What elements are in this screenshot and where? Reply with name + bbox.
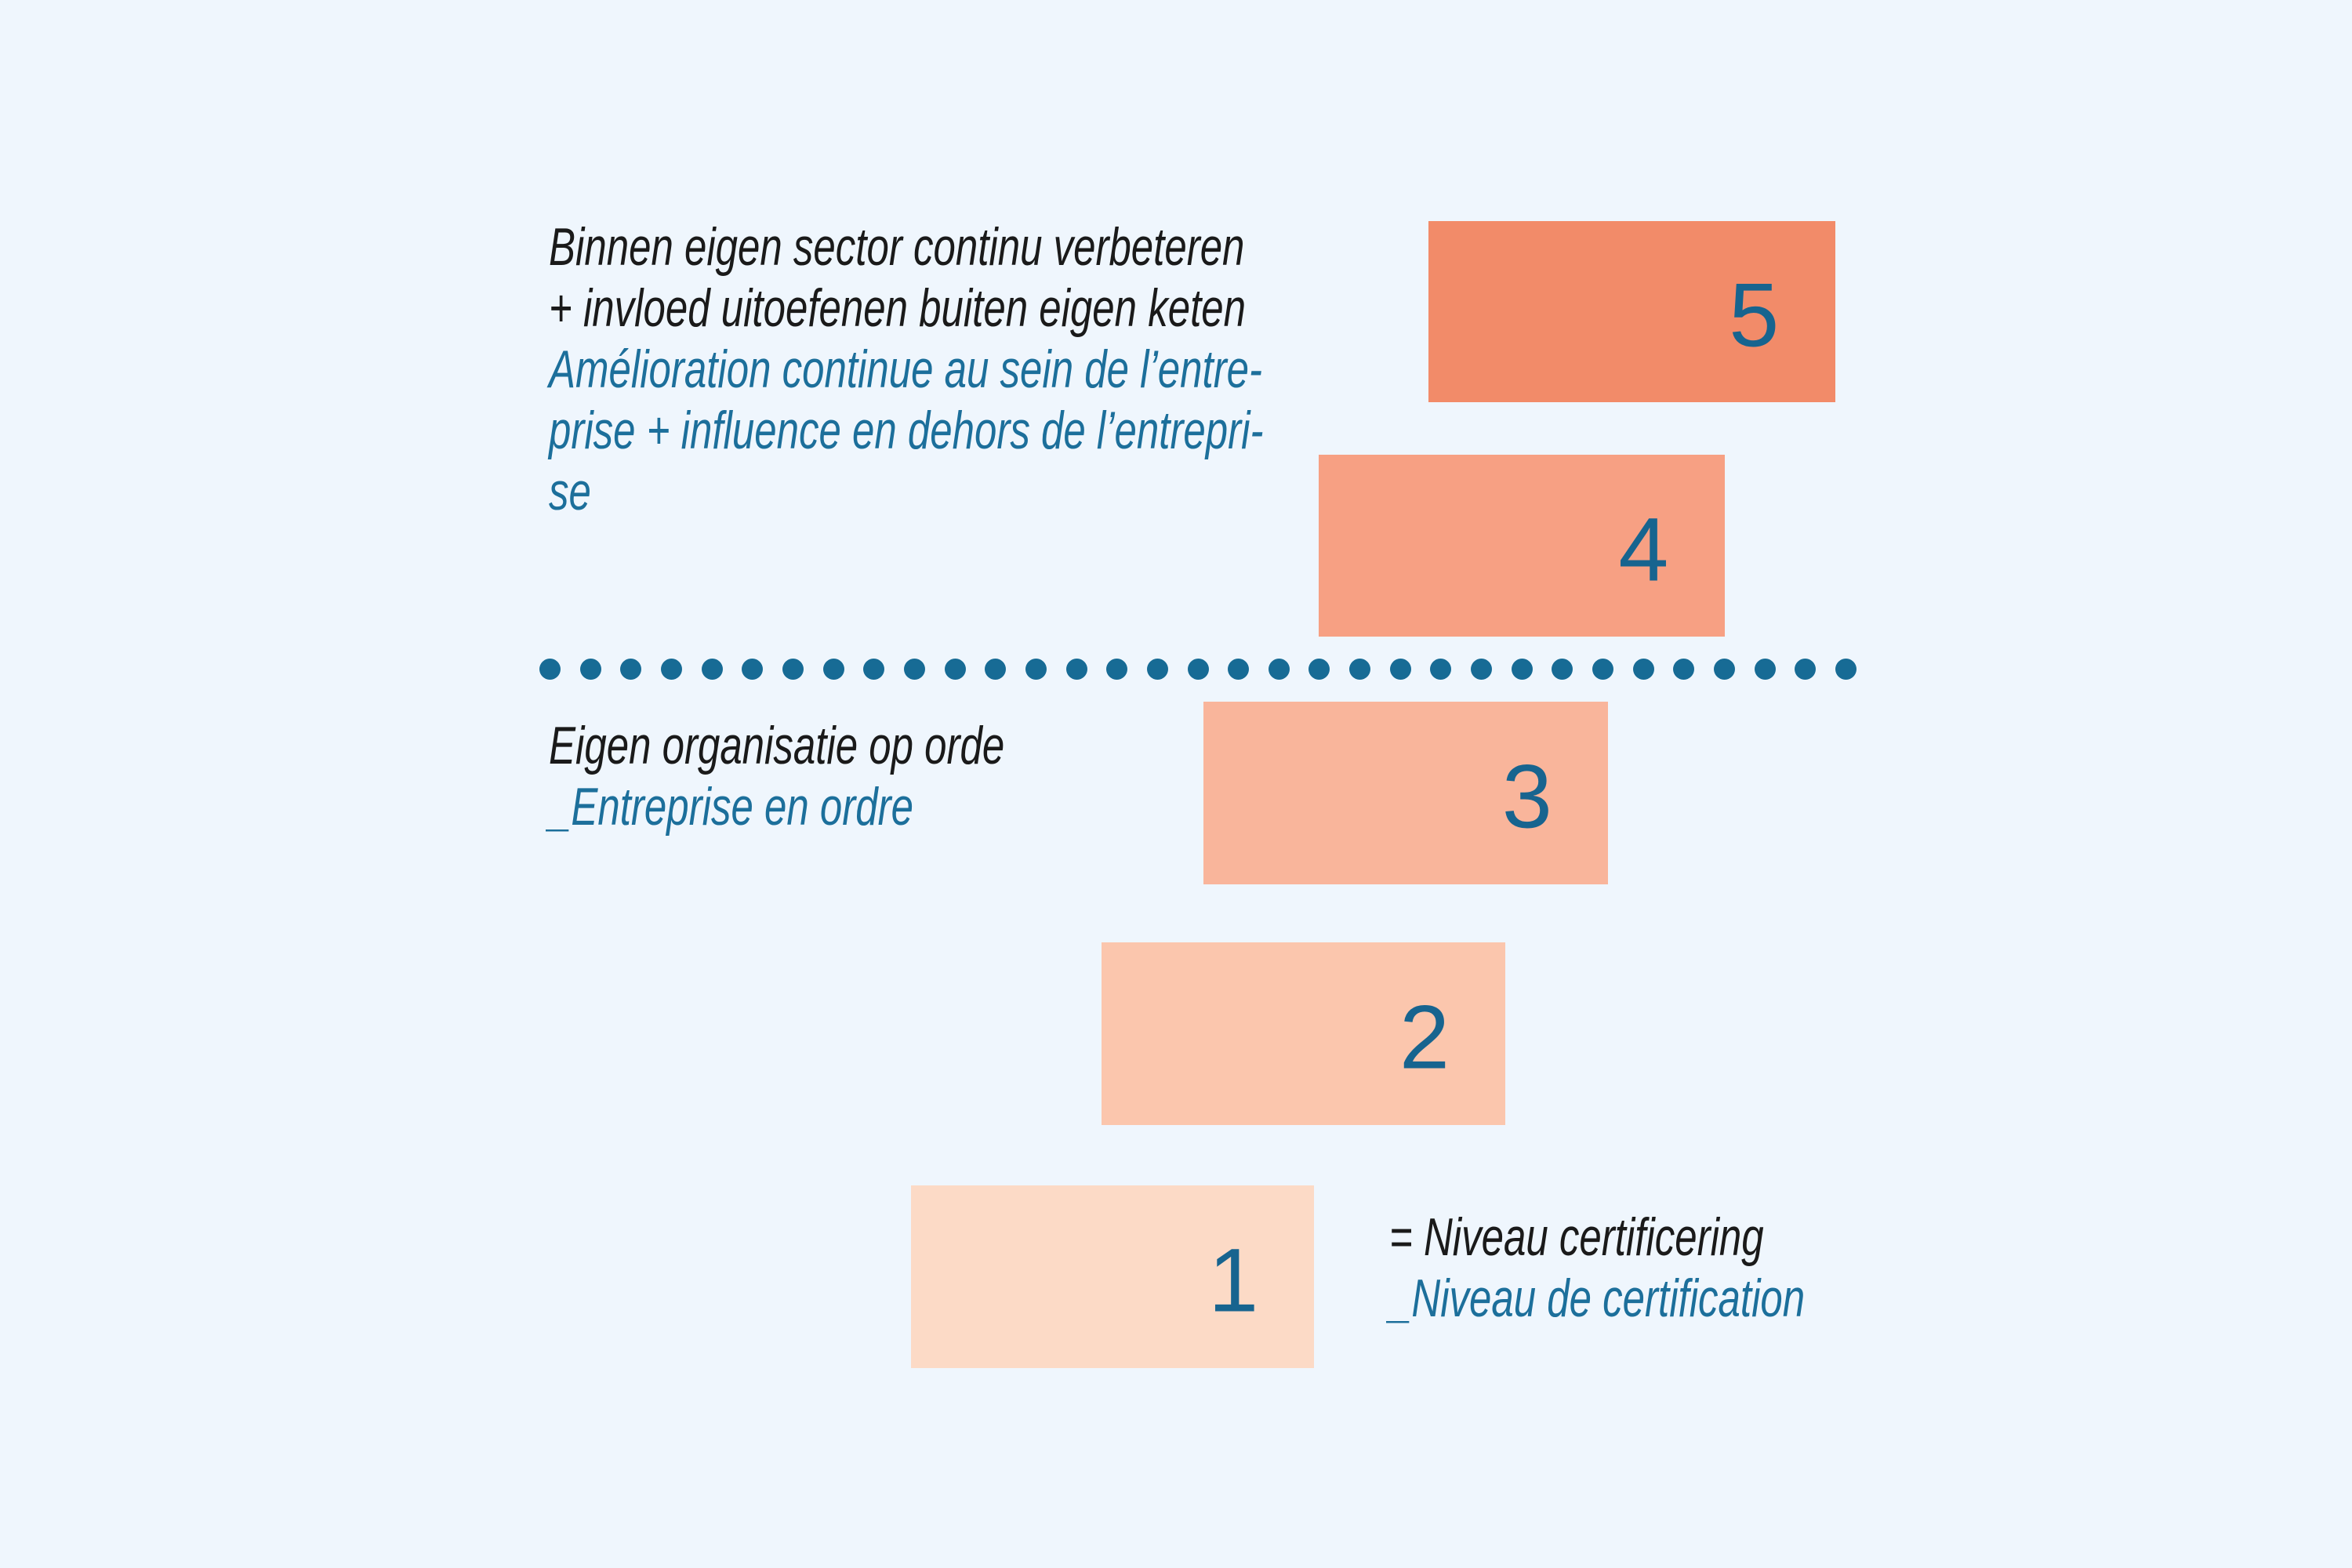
- level-1-3-description: Eigen organisatie op orde_Entreprise en …: [549, 715, 1004, 837]
- separator-dot: [1308, 658, 1330, 680]
- separator-dot: [1511, 658, 1533, 680]
- dotted-separator: [539, 658, 1857, 680]
- separator-dot: [660, 658, 682, 680]
- separator-dot: [579, 658, 601, 680]
- separator-dot: [944, 658, 966, 680]
- separator-dot: [863, 658, 885, 680]
- separator-dot: [1835, 658, 1857, 680]
- separator-dot: [1187, 658, 1209, 680]
- level-block-1: 1: [911, 1185, 1314, 1368]
- separator-dot: [985, 658, 1007, 680]
- separator-dot: [701, 658, 723, 680]
- separator-dot: [620, 658, 642, 680]
- separator-dot: [903, 658, 925, 680]
- separator-dot: [1714, 658, 1736, 680]
- level-block-4: 4: [1319, 455, 1725, 637]
- separator-dot: [1471, 658, 1493, 680]
- text-line-fr: _Niveau de certification: [1389, 1269, 1806, 1328]
- separator-dot: [1228, 658, 1250, 680]
- level-number-2: 2: [1399, 987, 1450, 1088]
- separator-dot: [1349, 658, 1371, 680]
- separator-dot: [1632, 658, 1654, 680]
- text-line-nl: Binnen eigen sector continu verbeteren: [549, 217, 1245, 277]
- level-block-3: 3: [1203, 702, 1608, 884]
- level-number-4: 4: [1618, 499, 1669, 601]
- separator-dot: [822, 658, 844, 680]
- separator-dot: [782, 658, 804, 680]
- separator-dot: [1106, 658, 1128, 680]
- level-4-5-description: Binnen eigen sector continu verbeteren+ …: [549, 216, 1263, 522]
- separator-dot: [1025, 658, 1047, 680]
- text-line-fr: _Entreprise en ordre: [549, 777, 913, 837]
- text-line-fr: se: [549, 462, 591, 521]
- separator-dot: [1146, 658, 1168, 680]
- separator-dot: [1592, 658, 1614, 680]
- separator-dot: [1754, 658, 1776, 680]
- separator-dot: [1673, 658, 1695, 680]
- level-block-2: 2: [1102, 942, 1505, 1125]
- separator-dot: [1795, 658, 1817, 680]
- separator-dot: [1389, 658, 1411, 680]
- level-block-5: 5: [1428, 221, 1835, 402]
- text-line-fr: Amélioration continue au sein de l’entre…: [549, 339, 1263, 399]
- level-number-3: 3: [1501, 746, 1552, 848]
- text-line-nl: + invloed uitoefenen buiten eigen keten: [549, 278, 1246, 338]
- separator-dot: [742, 658, 764, 680]
- level-number-5: 5: [1729, 265, 1780, 366]
- separator-dot: [1430, 658, 1452, 680]
- separator-dot: [539, 658, 561, 680]
- certification-level-legend: = Niveau certificering_Niveau de certifi…: [1389, 1207, 1805, 1329]
- text-line-nl: Eigen organisatie op orde: [549, 716, 1005, 775]
- level-number-1: 1: [1208, 1230, 1259, 1331]
- separator-dot: [1065, 658, 1087, 680]
- separator-dot: [1268, 658, 1290, 680]
- text-line-fr: prise + influence en dehors de l’entrepr…: [549, 401, 1264, 460]
- text-line-nl: = Niveau certificering: [1389, 1207, 1764, 1267]
- separator-dot: [1552, 658, 1573, 680]
